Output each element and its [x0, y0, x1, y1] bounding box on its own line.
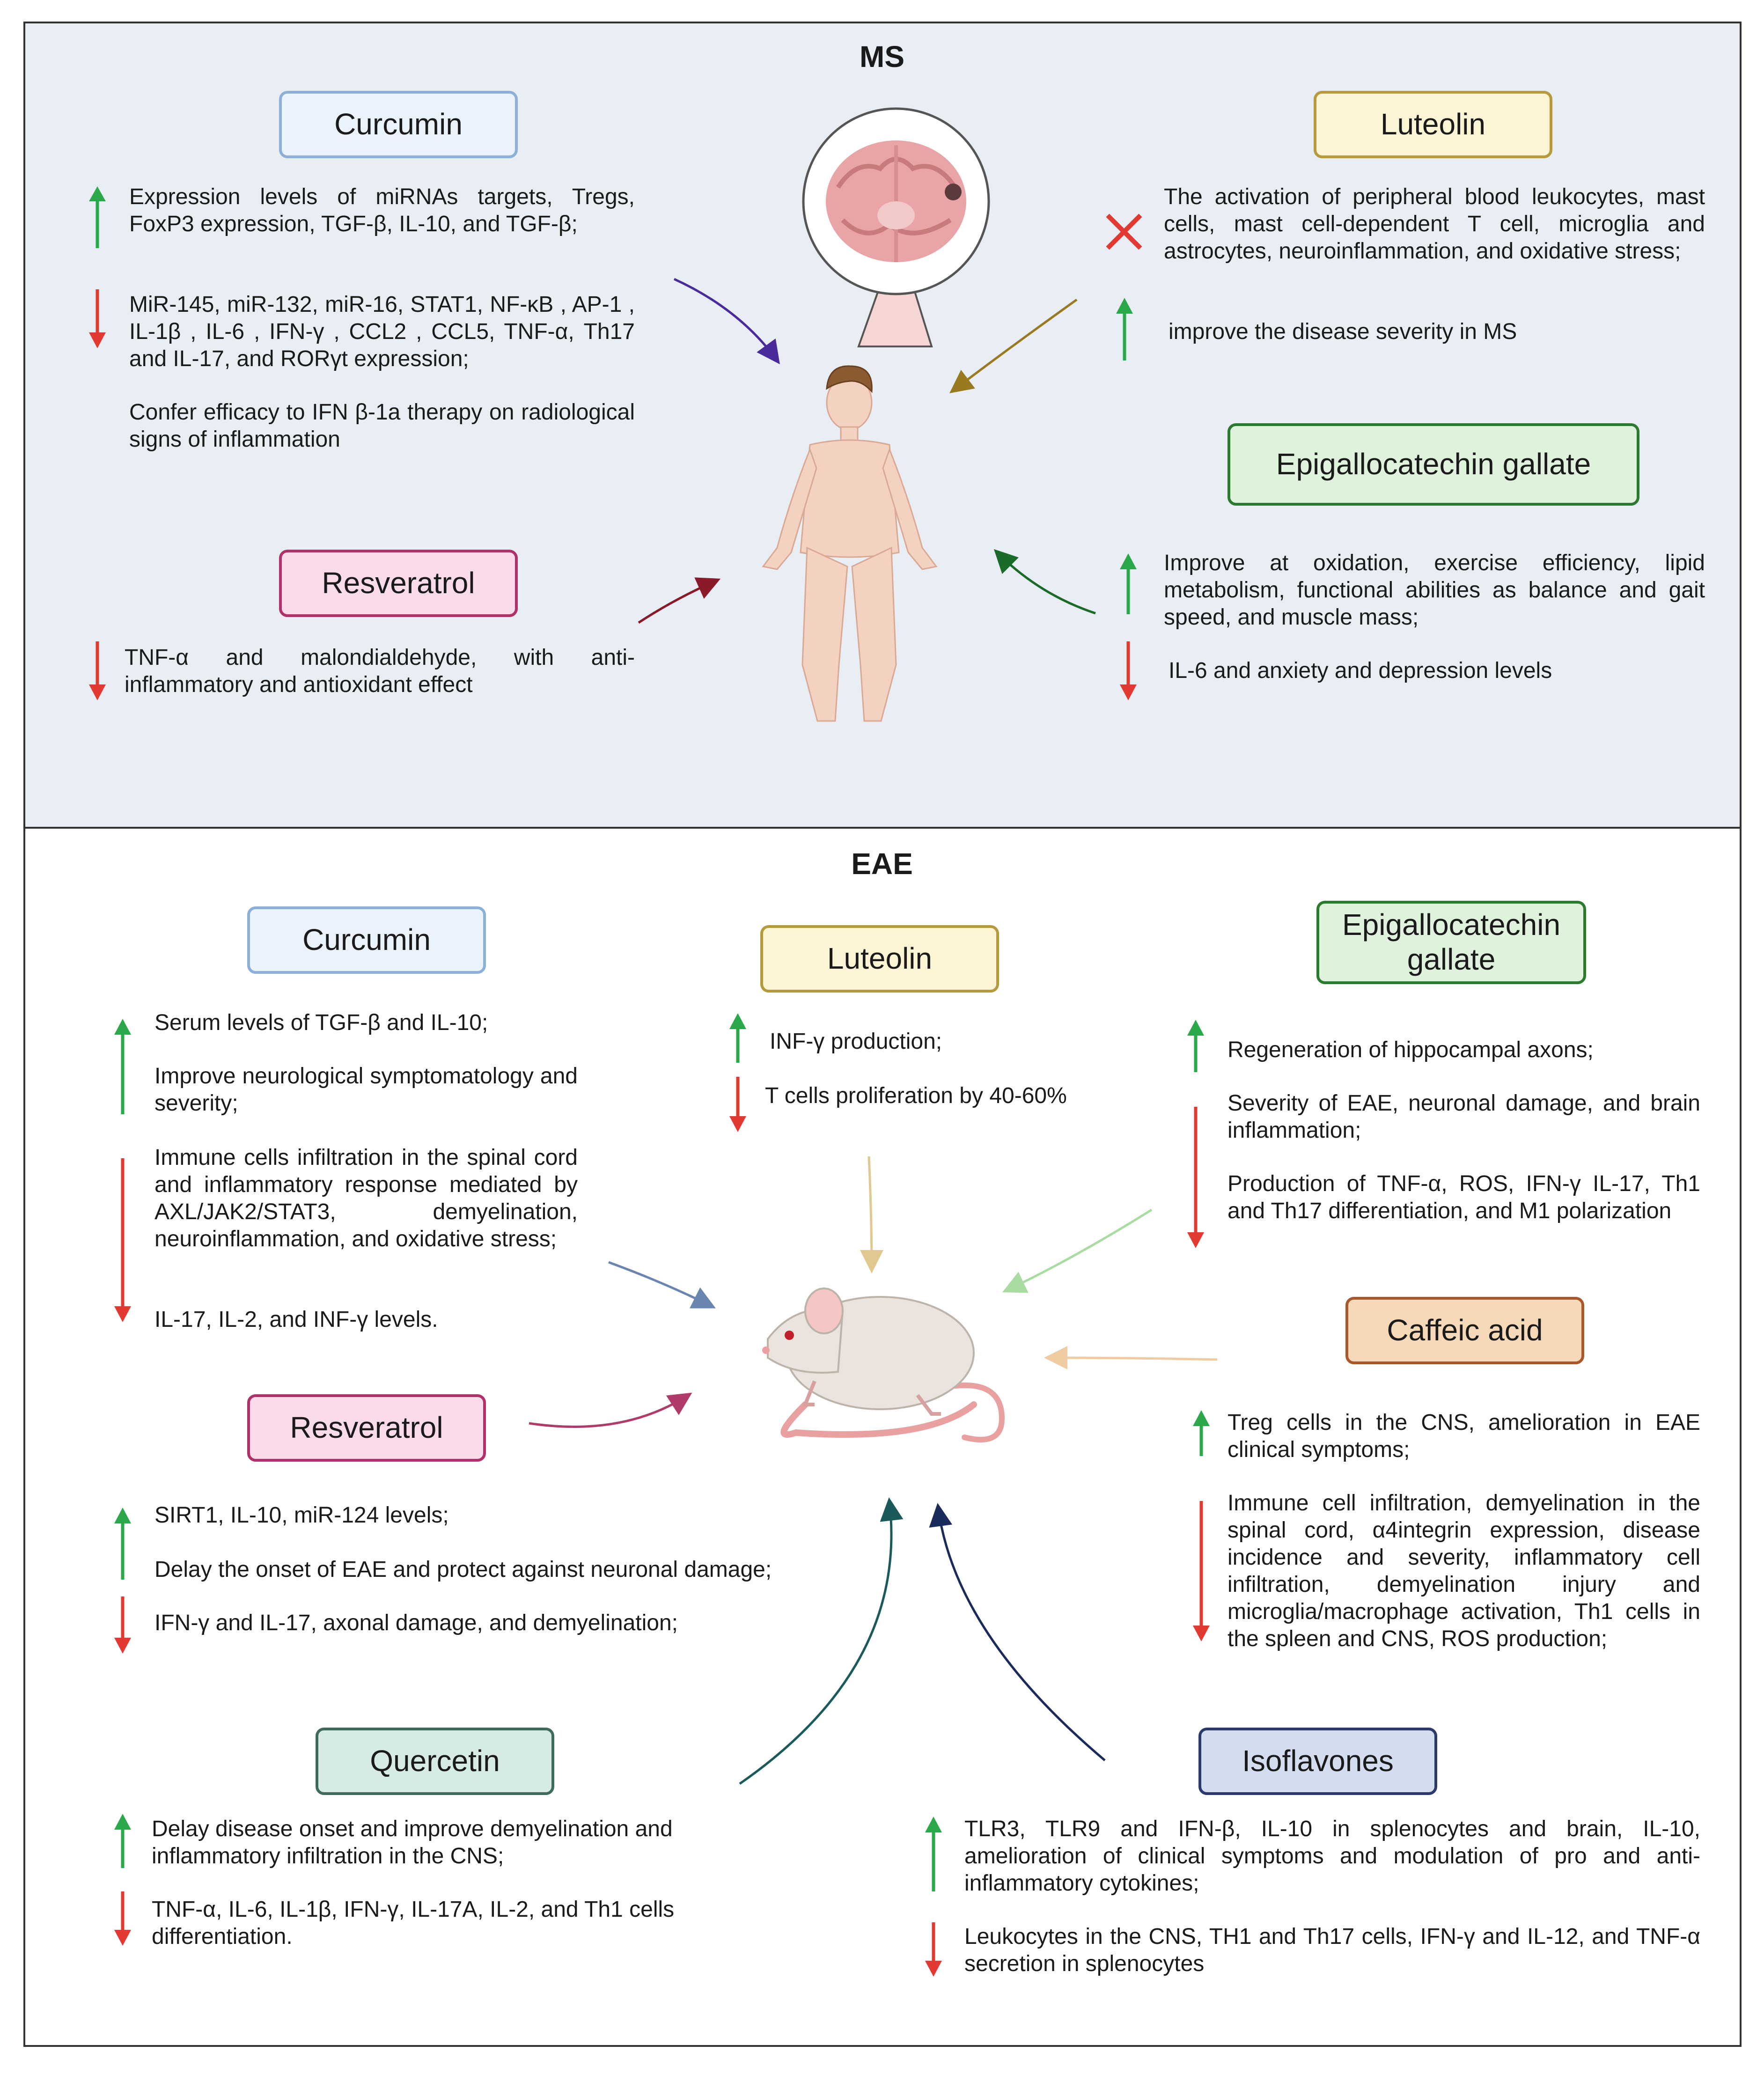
eae-quercetin-connector — [739, 1497, 904, 1785]
ms-curcumin-up-arrow-icon — [89, 186, 106, 248]
ms-title: MS — [860, 40, 904, 74]
eae-resveratrol-down-arrow-icon — [114, 1596, 131, 1654]
eae-caffeic-down-text: Immune cell infiltration, demyelination … — [1227, 1491, 1700, 1651]
human-icon — [762, 365, 938, 722]
eae-quercetin-box: Quercetin — [316, 1728, 554, 1795]
eae-egcg-connector — [1002, 1208, 1153, 1293]
eae-resveratrol-up2-text: Delay the onset of EAE and protect again… — [154, 1557, 772, 1582]
ms-luteolin-connector — [949, 298, 1078, 394]
ms-egcg-down-text: IL-6 and anxiety and depression levels — [1169, 658, 1552, 683]
eae-resveratrol-up1-text: SIRT1, IL-10, miR-124 levels; — [154, 1503, 449, 1528]
ms-egcg-box: Epigallocatechin gallate — [1227, 423, 1639, 506]
eae-egcg-box: Epigallocatechin gallate — [1316, 901, 1586, 984]
eae-egcg-down2-text: Production of TNF-α, ROS, IFN-γ IL-17, T… — [1227, 1171, 1700, 1223]
eae-isoflavones-up-arrow-icon — [925, 1817, 942, 1891]
ms-egcg-up-arrow-icon — [1120, 553, 1137, 614]
eae-resveratrol-up-arrow-icon — [114, 1508, 131, 1580]
ms-egcg-connector — [993, 549, 1096, 615]
eae-resveratrol-connector — [529, 1392, 692, 1428]
ms-resveratrol-down-arrow-icon — [89, 641, 106, 700]
eae-title: EAE — [851, 847, 913, 881]
eae-isoflavones-box: Isoflavones — [1198, 1728, 1437, 1795]
eae-isoflavones-connector — [929, 1503, 1106, 1761]
eae-curcumin-up-arrow-icon — [114, 1019, 131, 1114]
ms-luteolin-blocked-text: The activation of peripheral blood leuko… — [1164, 184, 1705, 264]
ms-curcumin-note-text: Confer efficacy to IFN β-1a therapy on r… — [129, 400, 635, 452]
eae-curcumin-connector — [608, 1261, 716, 1309]
mouse-icon — [762, 1287, 1005, 1442]
eae-caffeic-up-arrow-icon — [1193, 1410, 1210, 1456]
eae-quercetin-up-arrow-icon — [114, 1814, 131, 1868]
eae-caffeic-down-arrow-icon — [1193, 1501, 1210, 1641]
eae-luteolin-down-text: T cells proliferation by 40-60% — [765, 1083, 1067, 1108]
eae-caffeic-connector — [1044, 1346, 1218, 1370]
eae-resveratrol-box: Resveratrol — [247, 1394, 486, 1462]
ms-curcumin-down-arrow-icon — [89, 289, 106, 348]
ms-resveratrol-connector — [638, 577, 721, 624]
eae-curcumin-up1-text: Serum levels of TGF-β and IL-10; — [154, 1010, 488, 1035]
ms-curcumin-box: Curcumin — [279, 91, 518, 158]
eae-egcg-down1-text: Severity of EAE, neuronal damage, and br… — [1227, 1091, 1700, 1143]
eae-luteolin-up-text: INF-γ production; — [770, 1029, 942, 1054]
ms-luteolin-up-text: improve the disease severity in MS — [1169, 319, 1517, 344]
ms-resveratrol-box: Resveratrol — [279, 550, 518, 617]
ms-resveratrol-down-text: TNF-α and malondialdehyde, with anti-inf… — [125, 645, 635, 697]
eae-resveratrol-down-text: IFN-γ and IL-17, axonal damage, and demy… — [154, 1611, 678, 1635]
eae-curcumin-down-arrow-icon — [114, 1158, 131, 1322]
eae-egcg-up-text: Regeneration of hippocampal axons; — [1227, 1037, 1594, 1062]
eae-curcumin-box: Curcumin — [247, 906, 486, 974]
eae-caffeic-box: Caffeic acid — [1345, 1297, 1584, 1364]
eae-egcg-down-arrow-icon — [1187, 1107, 1204, 1248]
ms-egcg-down-arrow-icon — [1120, 641, 1137, 700]
eae-caffeic-up-text: Treg cells in the CNS, amelioration in E… — [1227, 1410, 1700, 1462]
ms-luteolin-box: Luteolin — [1314, 91, 1552, 158]
eae-quercetin-down-arrow-icon — [114, 1891, 131, 1946]
eae-isoflavones-up-text: TLR3, TLR9 and IFN-β, IL-10 in splenocyt… — [964, 1817, 1700, 1896]
eae-curcumin-down2-text: IL-17, IL-2, and INF-γ levels. — [154, 1307, 438, 1332]
ms-curcumin-down-text: MiR-145, miR-132, miR-16, STAT1, NF-κB ,… — [129, 292, 635, 371]
eae-quercetin-down-text: TNF-α, IL-6, IL-1β, IFN-γ, IL-17A, IL-2,… — [152, 1897, 675, 1949]
ms-curcumin-up-text: Expression levels of miRNAs targets, Tre… — [129, 184, 635, 236]
ms-luteolin-up-arrow-icon — [1116, 298, 1133, 360]
eae-luteolin-connector — [860, 1156, 883, 1273]
eae-isoflavones-down-text: Leukocytes in the CNS, TH1 and Th17 cell… — [964, 1924, 1700, 1976]
eae-luteolin-box: Luteolin — [760, 925, 999, 993]
eae-curcumin-down1-text: Immune cells infiltration in the spinal … — [154, 1145, 578, 1251]
eae-egcg-up-arrow-icon — [1187, 1020, 1204, 1072]
ms-luteolin-cross-icon — [1106, 213, 1142, 250]
ms-curcumin-connector — [673, 278, 780, 365]
eae-luteolin-down-arrow-icon — [729, 1077, 746, 1132]
eae-curcumin-up2-text: Improve neurological symptomatology and … — [154, 1064, 578, 1116]
eae-luteolin-up-arrow-icon — [729, 1013, 746, 1063]
brain-icon — [802, 107, 990, 347]
eae-isoflavones-down-arrow-icon — [925, 1922, 942, 1977]
ms-egcg-up-text: Improve at oxidation, exercise efficienc… — [1164, 551, 1705, 630]
eae-quercetin-up-text: Delay disease onset and improve demyelin… — [152, 1817, 673, 1869]
